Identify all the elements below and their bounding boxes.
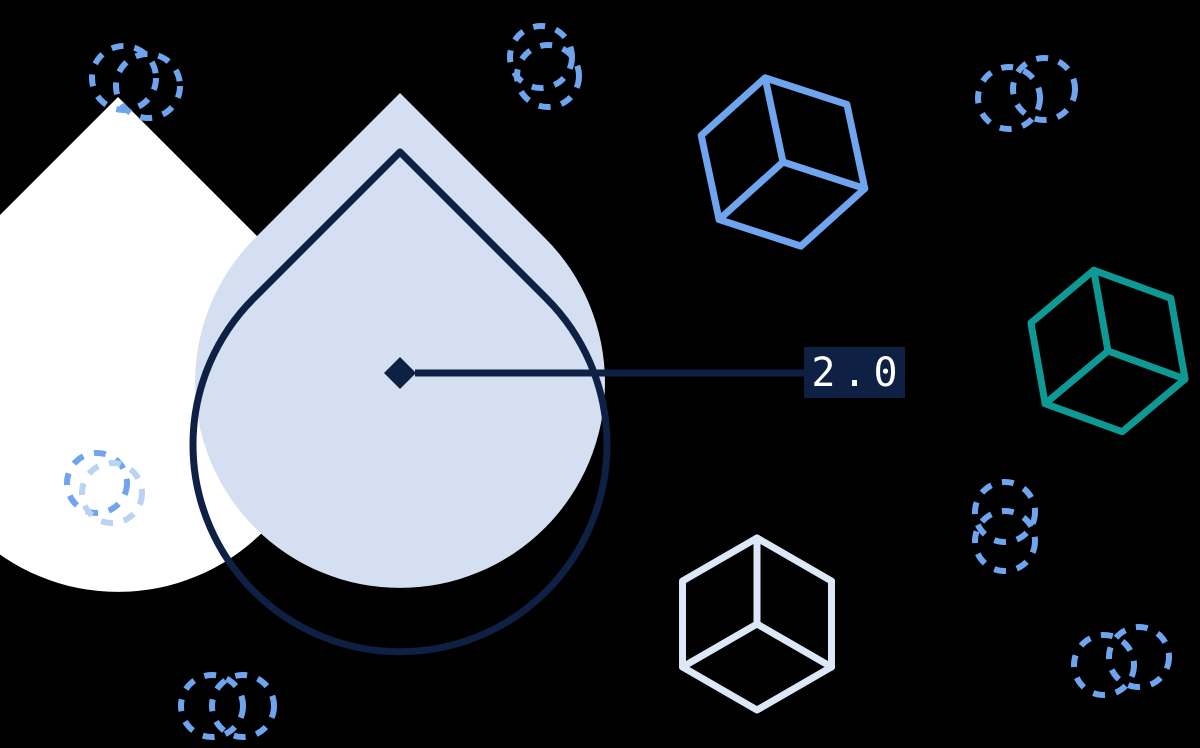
dashed-circle bbox=[79, 460, 145, 526]
cube-inner-edge bbox=[779, 158, 869, 193]
dashed-cluster-top-right bbox=[975, 55, 1078, 132]
dashed-circle bbox=[1010, 55, 1078, 123]
dashed-circle bbox=[64, 450, 130, 516]
droplet-outline-navy bbox=[189, 148, 611, 656]
cube-teal bbox=[1027, 266, 1189, 436]
dashed-circle bbox=[1106, 624, 1172, 690]
cube-outline bbox=[679, 534, 835, 714]
dashed-circle bbox=[975, 64, 1043, 132]
callout-value-label: 2.0 bbox=[804, 347, 905, 398]
dashed-cluster-top-center bbox=[507, 23, 582, 110]
cube-blue bbox=[697, 74, 869, 250]
callout-connector bbox=[384, 357, 806, 389]
dashed-circle bbox=[972, 479, 1038, 545]
cube-inner-edge bbox=[1104, 347, 1189, 383]
dashed-circle-clusters bbox=[64, 23, 1172, 740]
cube-inner-edge bbox=[1041, 347, 1112, 408]
dashed-circle bbox=[209, 672, 277, 740]
dashed-cluster-right-middle bbox=[972, 479, 1038, 574]
dashed-circle bbox=[972, 508, 1038, 574]
dashed-circle bbox=[1071, 632, 1137, 698]
cube-outline bbox=[697, 74, 869, 250]
cube-inner-edge bbox=[715, 158, 787, 224]
dashed-cluster-bottom-left bbox=[178, 672, 277, 740]
dashed-circle bbox=[178, 672, 246, 740]
dashed-cluster-left-middle bbox=[64, 450, 145, 526]
cube-group bbox=[679, 74, 1189, 714]
droplet-group bbox=[0, 93, 611, 656]
dashed-circle bbox=[507, 23, 575, 91]
cube-inner-edge bbox=[679, 620, 761, 671]
droplet-light-blue bbox=[195, 93, 605, 588]
cube-inner-edge bbox=[761, 74, 787, 166]
cube-inner-edge bbox=[1090, 266, 1112, 355]
cube-pale bbox=[679, 534, 835, 714]
dashed-cluster-bottom-right bbox=[1071, 624, 1172, 698]
dashed-cluster-top-left bbox=[89, 43, 183, 121]
callout-diamond-marker bbox=[384, 357, 416, 389]
dashed-circle bbox=[514, 42, 582, 110]
cube-inner-edge bbox=[753, 620, 835, 671]
cube-outline bbox=[1027, 266, 1189, 436]
dashed-circle bbox=[113, 51, 183, 121]
